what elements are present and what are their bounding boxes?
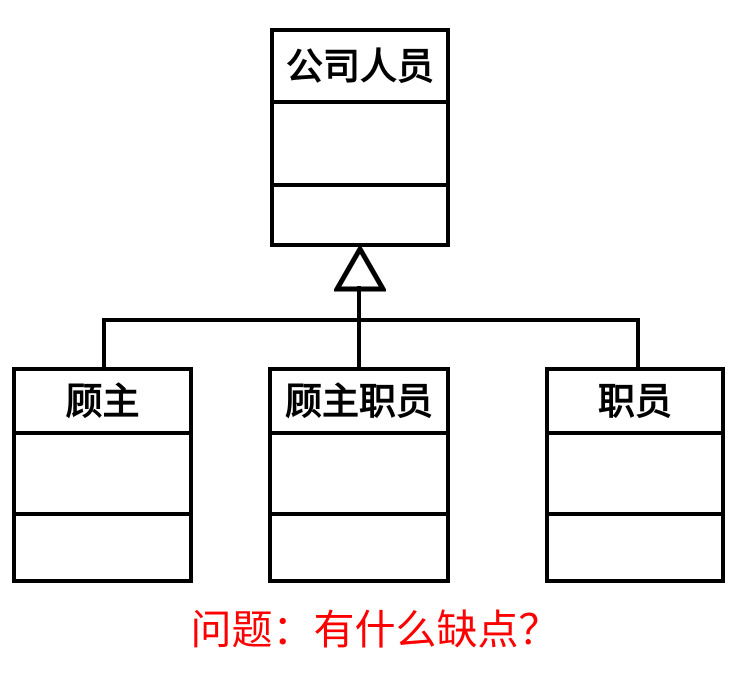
generalization-horizontal-bus-line	[102, 318, 640, 322]
uml-class-box-subclass-employer-employee[interactable]: 顾主职员	[268, 367, 450, 583]
generalization-stem-line	[357, 286, 361, 322]
class-attributes-compartment	[16, 435, 189, 516]
class-name-label: 顾主	[65, 379, 140, 423]
uml-class-box-subclass-employee[interactable]: 职员	[545, 367, 725, 583]
class-name-label: 公司人员	[286, 44, 434, 88]
class-attributes-compartment	[274, 104, 446, 187]
generalization-drop-line-left	[102, 318, 106, 369]
class-name-compartment: 公司人员	[274, 32, 446, 104]
generalization-drop-line-right	[636, 318, 640, 369]
class-operations-compartment	[274, 187, 446, 243]
caption-question-text: 问题：有什么缺点？	[190, 606, 560, 654]
uml-class-box-superclass[interactable]: 公司人员	[270, 28, 450, 247]
class-operations-compartment	[272, 516, 446, 579]
class-operations-compartment	[549, 516, 721, 579]
class-name-compartment: 顾主职员	[272, 371, 446, 435]
class-name-compartment: 顾主	[16, 371, 189, 435]
generalization-drop-line-center	[357, 318, 361, 369]
class-attributes-compartment	[272, 435, 446, 516]
class-operations-compartment	[16, 516, 189, 579]
class-name-label: 顾主职员	[285, 379, 433, 423]
uml-class-box-subclass-employer[interactable]: 顾主	[12, 367, 193, 583]
class-name-label: 职员	[598, 379, 672, 423]
class-name-compartment: 职员	[549, 371, 721, 435]
class-attributes-compartment	[549, 435, 721, 516]
